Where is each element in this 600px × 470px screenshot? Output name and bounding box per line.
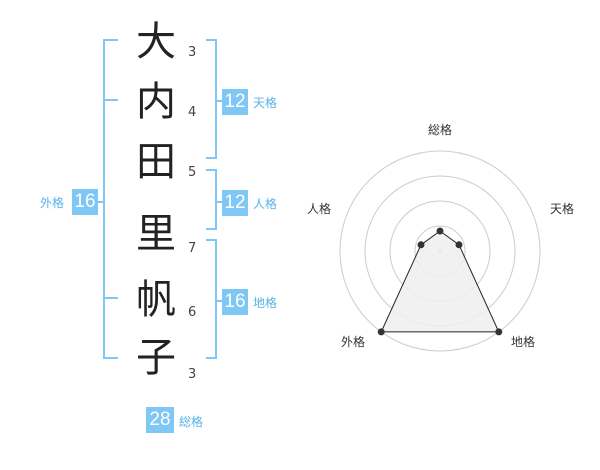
radar-point-1 <box>436 227 444 235</box>
name-char-5: 帆 <box>136 277 176 323</box>
radar-axis-label-jinkaku: 人格 <box>307 202 332 216</box>
radar-axis-label-gaikaku: 外格 <box>341 335 366 349</box>
jinkaku-value: 12 <box>222 190 248 216</box>
gaikaku-label: 外格 <box>40 196 65 210</box>
tenkaku-label: 天格 <box>253 96 278 110</box>
tenkaku-value: 12 <box>222 89 248 115</box>
stroke-count-3: 5 <box>188 165 197 180</box>
radar-point-3 <box>495 328 503 336</box>
radar-point-2 <box>455 241 463 249</box>
radar-ring-4 <box>339 150 541 352</box>
jinkaku-label: 人格 <box>253 197 278 211</box>
soukaku-label: 総格 <box>179 415 204 429</box>
stroke-count-1: 3 <box>188 45 197 60</box>
radar-axis-label-soukaku: 総格 <box>428 123 453 137</box>
stroke-count-4: 7 <box>188 241 197 256</box>
stroke-count-5: 6 <box>188 305 197 320</box>
radar-point-5 <box>417 241 425 249</box>
chikaku-value: 16 <box>222 289 248 315</box>
name-char-4: 里 <box>136 211 176 257</box>
radar-area <box>380 230 500 333</box>
name-char-2: 内 <box>136 79 176 125</box>
radar-points <box>377 227 503 336</box>
radar-point-4 <box>377 328 385 336</box>
name-char-1: 大 <box>136 19 176 65</box>
name-char-6: 子 <box>136 335 176 381</box>
stroke-count-2: 4 <box>188 105 197 120</box>
chikaku-label: 地格 <box>253 296 278 310</box>
name-char-3: 田 <box>136 139 176 185</box>
radar-axis-label-chikaku: 地格 <box>511 335 536 349</box>
stroke-count-6: 3 <box>188 367 197 382</box>
gaikaku-value: 16 <box>72 189 98 215</box>
radar-axis-label-tenkaku: 天格 <box>550 202 575 216</box>
soukaku-value: 28 <box>146 407 174 433</box>
